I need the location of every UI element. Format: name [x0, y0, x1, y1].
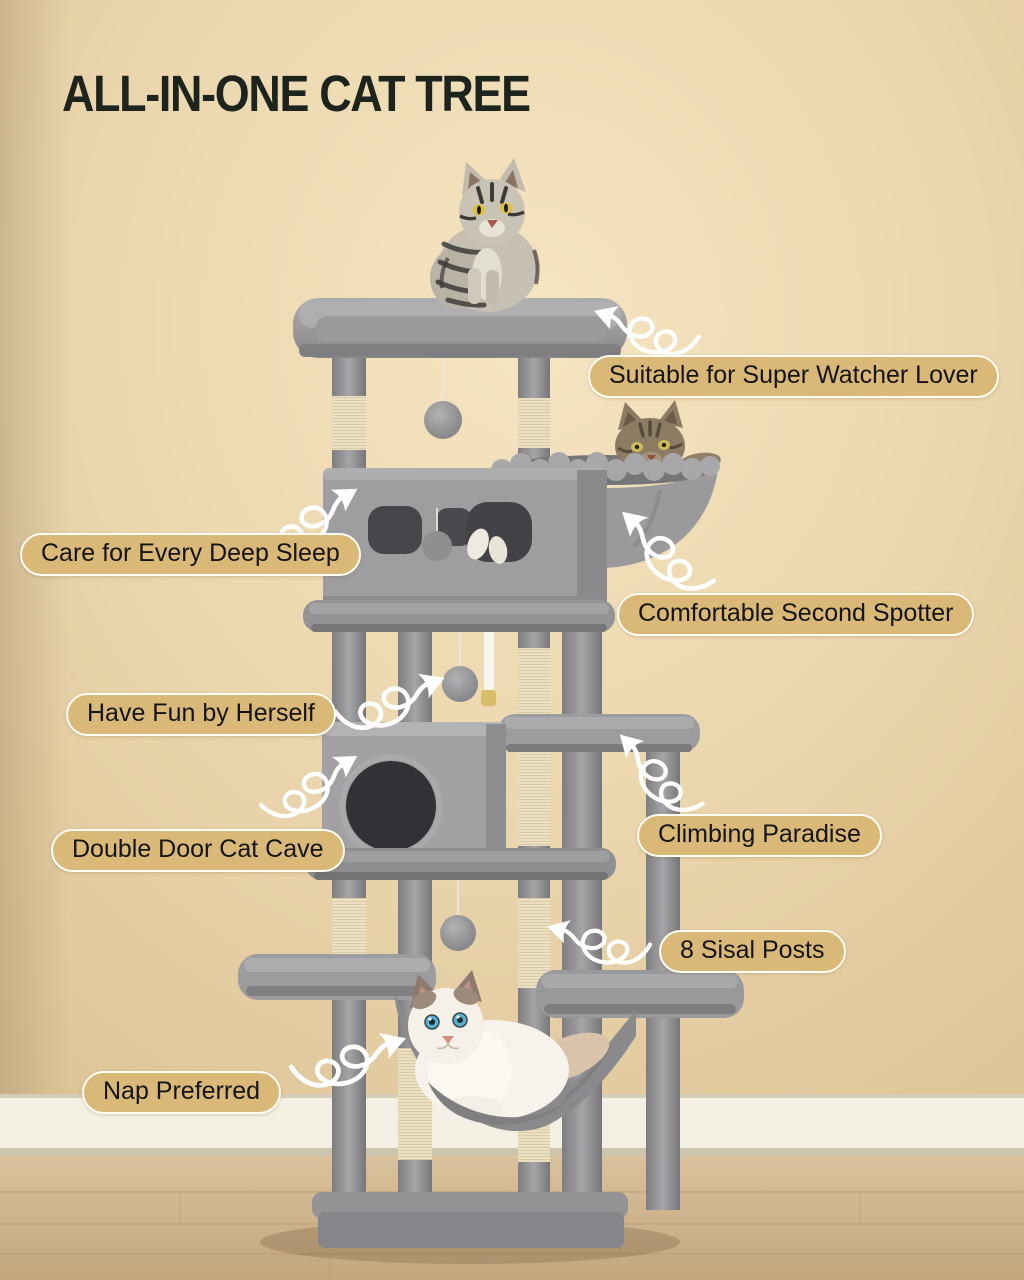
callout-sisal-posts: 8 Sisal Posts — [659, 930, 846, 973]
hanging-pom-balls — [424, 358, 496, 951]
climbing-platform — [498, 714, 700, 752]
cat-top-tabby — [430, 158, 540, 312]
callout-cat-cave: Double Door Cat Cave — [51, 829, 345, 872]
callout-climbing: Climbing Paradise — [637, 814, 882, 857]
bottom-left-platform — [238, 954, 436, 1000]
base-board — [312, 1192, 628, 1248]
page-title: ALL-IN-ONE CAT TREE — [62, 65, 531, 122]
top-perch — [293, 298, 627, 358]
callout-watcher: Suitable for Super Watcher Lover — [588, 355, 999, 398]
hammock-front-fold — [428, 1082, 568, 1125]
condo-house — [323, 468, 607, 606]
cube-cave — [322, 722, 506, 858]
shelf-under-house — [303, 600, 615, 632]
shelf-under-cube — [306, 848, 616, 880]
callout-second-spotter: Comfortable Second Spotter — [617, 593, 975, 636]
callout-deep-sleep: Care for Every Deep Sleep — [20, 533, 361, 576]
callout-nap: Nap Preferred — [82, 1071, 282, 1114]
bottom-right-platform — [536, 970, 744, 1018]
callout-have-fun: Have Fun by Herself — [66, 693, 336, 736]
cat-tree — [238, 158, 744, 1248]
